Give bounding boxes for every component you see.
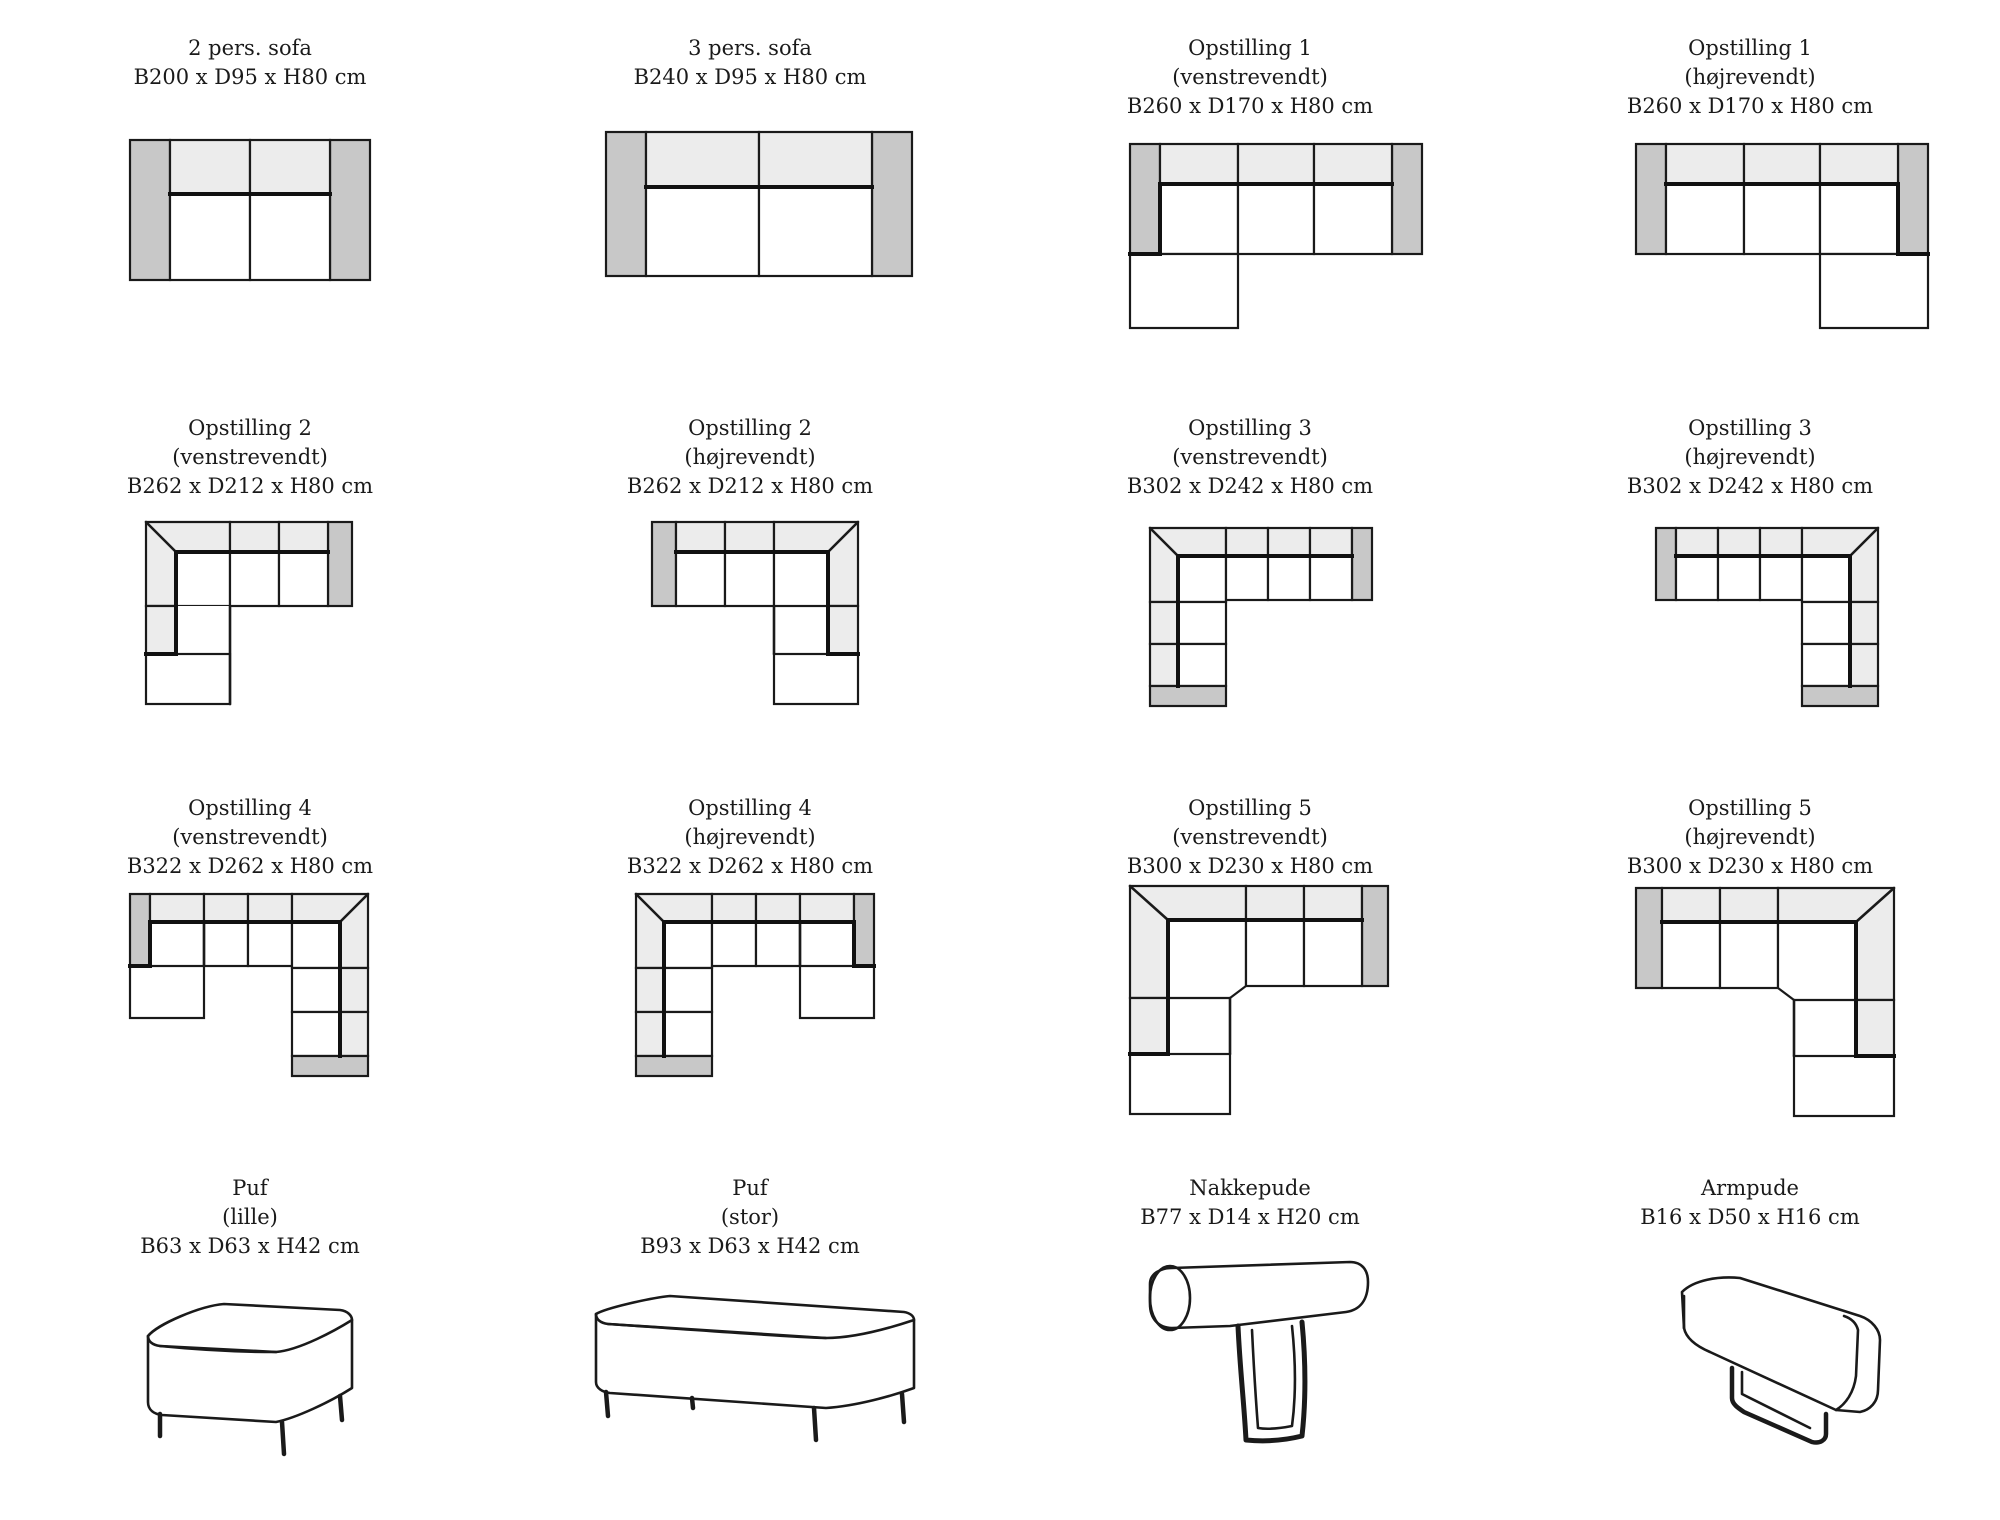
product-dimensions: B63 x D63 x H42 cm [140,1234,360,1258]
product-name: Puf [232,1176,268,1200]
product-puf-stor: Puf (stor) B93 x D63 x H42 cm [500,1140,1000,1520]
product-dimensions: B302 x D242 x H80 cm [1126,474,1374,498]
puf-large-drawing [594,1294,916,1443]
opstilling-3-right-diagram [1654,526,1880,708]
opstilling-2-right-diagram [650,520,860,706]
product-armpude: Armpude B16 x D50 x H16 cm [1500,1140,2000,1520]
product-label: Opstilling 2 (venstrevendt) B262 x D212 … [0,414,500,501]
opstilling-3-left-diagram [1148,526,1374,708]
product-name: Opstilling 3 [1688,416,1812,440]
product-name: Puf [732,1176,768,1200]
product-label: Armpude B16 x D50 x H16 cm [1500,1174,2000,1232]
product-opstilling-3-venstre: Opstilling 3 (venstrevendt) B302 x D242 … [1000,380,1500,760]
product-nakkepude: Nakkepude B77 x D14 x H20 cm [1000,1140,1500,1520]
product-orientation: (venstrevendt) [172,825,328,849]
product-orientation: (højrevendt) [1684,65,1816,89]
product-dimensions: B77 x D14 x H20 cm [1140,1205,1360,1229]
opstilling-1-right-diagram [1634,142,1930,330]
product-label: Opstilling 5 (venstrevendt) B300 x D230 … [1000,794,1500,881]
product-orientation: (venstrevendt) [1172,65,1328,89]
opstilling-2-left-diagram [144,520,354,706]
product-name: Opstilling 2 [188,416,312,440]
product-opstilling-3-hoejre: Opstilling 3 (højrevendt) B302 x D242 x … [1500,380,2000,760]
product-orientation: (venstrevendt) [172,445,328,469]
product-3-pers-sofa: 3 pers. sofa B240 x D95 x H80 cm [500,0,1000,380]
product-label: Puf (lille) B63 x D63 x H42 cm [0,1174,500,1261]
product-orientation: (højrevendt) [684,825,816,849]
product-orientation: (højrevendt) [684,445,816,469]
sofa-3-seat-diagram [604,130,914,278]
product-orientation: (højrevendt) [1684,825,1816,849]
product-label: Opstilling 5 (højrevendt) B300 x D230 x … [1500,794,2000,881]
product-label: Nakkepude B77 x D14 x H20 cm [1000,1174,1500,1232]
product-orientation: (venstrevendt) [1172,445,1328,469]
product-dimensions: B262 x D212 x H80 cm [626,474,874,498]
opstilling-5-left-diagram [1128,884,1390,1116]
puf-small-drawing [146,1302,354,1457]
product-name: Opstilling 4 [188,796,312,820]
arm-pillow-drawing [1680,1276,1882,1445]
product-dimensions: B93 x D63 x H42 cm [640,1234,860,1258]
product-puf-lille: Puf (lille) B63 x D63 x H42 cm [0,1140,500,1520]
product-opstilling-5-venstre: Opstilling 5 (venstrevendt) B300 x D230 … [1000,760,1500,1140]
product-dimensions: B302 x D242 x H80 cm [1626,474,1874,498]
product-dimensions: B300 x D230 x H80 cm [1626,854,1874,878]
product-label: 2 pers. sofa B200 x D95 x H80 cm [0,34,500,92]
product-name: 2 pers. sofa [188,36,312,60]
product-dimensions: B260 x D170 x H80 cm [1126,94,1374,118]
product-name: Opstilling 4 [688,796,812,820]
product-2-pers-sofa: 2 pers. sofa B200 x D95 x H80 cm [0,0,500,380]
product-opstilling-1-venstre: Opstilling 1 (venstrevendt) B260 x D170 … [1000,0,1500,380]
product-name: Opstilling 1 [1188,36,1312,60]
product-name: Armpude [1701,1176,1799,1200]
product-dimensions: B262 x D212 x H80 cm [126,474,374,498]
sofa-2-seat-diagram [128,138,372,282]
product-dimensions: B260 x D170 x H80 cm [1626,94,1874,118]
product-name: Opstilling 1 [1688,36,1812,60]
product-orientation: (højrevendt) [1684,445,1816,469]
product-variant: (lille) [222,1205,278,1229]
product-opstilling-4-venstre: Opstilling 4 (venstrevendt) B322 x D262 … [0,760,500,1140]
product-dimensions: B322 x D262 x H80 cm [626,854,874,878]
product-label: Opstilling 4 (højrevendt) B322 x D262 x … [500,794,1000,881]
product-name: Opstilling 3 [1188,416,1312,440]
product-label: 3 pers. sofa B240 x D95 x H80 cm [500,34,1000,92]
product-name: Opstilling 5 [1688,796,1812,820]
neck-pillow-drawing [1148,1260,1370,1444]
product-dimensions: B322 x D262 x H80 cm [126,854,374,878]
product-label: Opstilling 3 (højrevendt) B302 x D242 x … [1500,414,2000,501]
product-orientation: (venstrevendt) [1172,825,1328,849]
product-name: 3 pers. sofa [688,36,812,60]
product-label: Opstilling 3 (venstrevendt) B302 x D242 … [1000,414,1500,501]
product-opstilling-5-hoejre: Opstilling 5 (højrevendt) B300 x D230 x … [1500,760,2000,1140]
product-label: Puf (stor) B93 x D63 x H42 cm [500,1174,1000,1261]
product-opstilling-2-venstre: Opstilling 2 (venstrevendt) B262 x D212 … [0,380,500,760]
product-opstilling-4-hoejre: Opstilling 4 (højrevendt) B322 x D262 x … [500,760,1000,1140]
opstilling-4-right-diagram [634,892,876,1078]
product-label: Opstilling 1 (venstrevendt) B260 x D170 … [1000,34,1500,121]
opstilling-5-right-diagram [1634,886,1896,1118]
opstilling-1-left-diagram [1128,142,1424,330]
product-variant: (stor) [720,1205,780,1229]
product-label: Opstilling 1 (højrevendt) B260 x D170 x … [1500,34,2000,121]
product-dimensions: B16 x D50 x H16 cm [1640,1205,1860,1229]
product-opstilling-2-hoejre: Opstilling 2 (højrevendt) B262 x D212 x … [500,380,1000,760]
product-dimensions: B240 x D95 x H80 cm [633,65,867,89]
product-name: Nakkepude [1189,1176,1311,1200]
product-label: Opstilling 2 (højrevendt) B262 x D212 x … [500,414,1000,501]
product-name: Opstilling 2 [688,416,812,440]
product-opstilling-1-hoejre: Opstilling 1 (højrevendt) B260 x D170 x … [1500,0,2000,380]
opstilling-4-left-diagram [128,892,370,1078]
product-label: Opstilling 4 (venstrevendt) B322 x D262 … [0,794,500,881]
product-dimensions: B200 x D95 x H80 cm [133,65,367,89]
product-dimensions: B300 x D230 x H80 cm [1126,854,1374,878]
product-name: Opstilling 5 [1188,796,1312,820]
